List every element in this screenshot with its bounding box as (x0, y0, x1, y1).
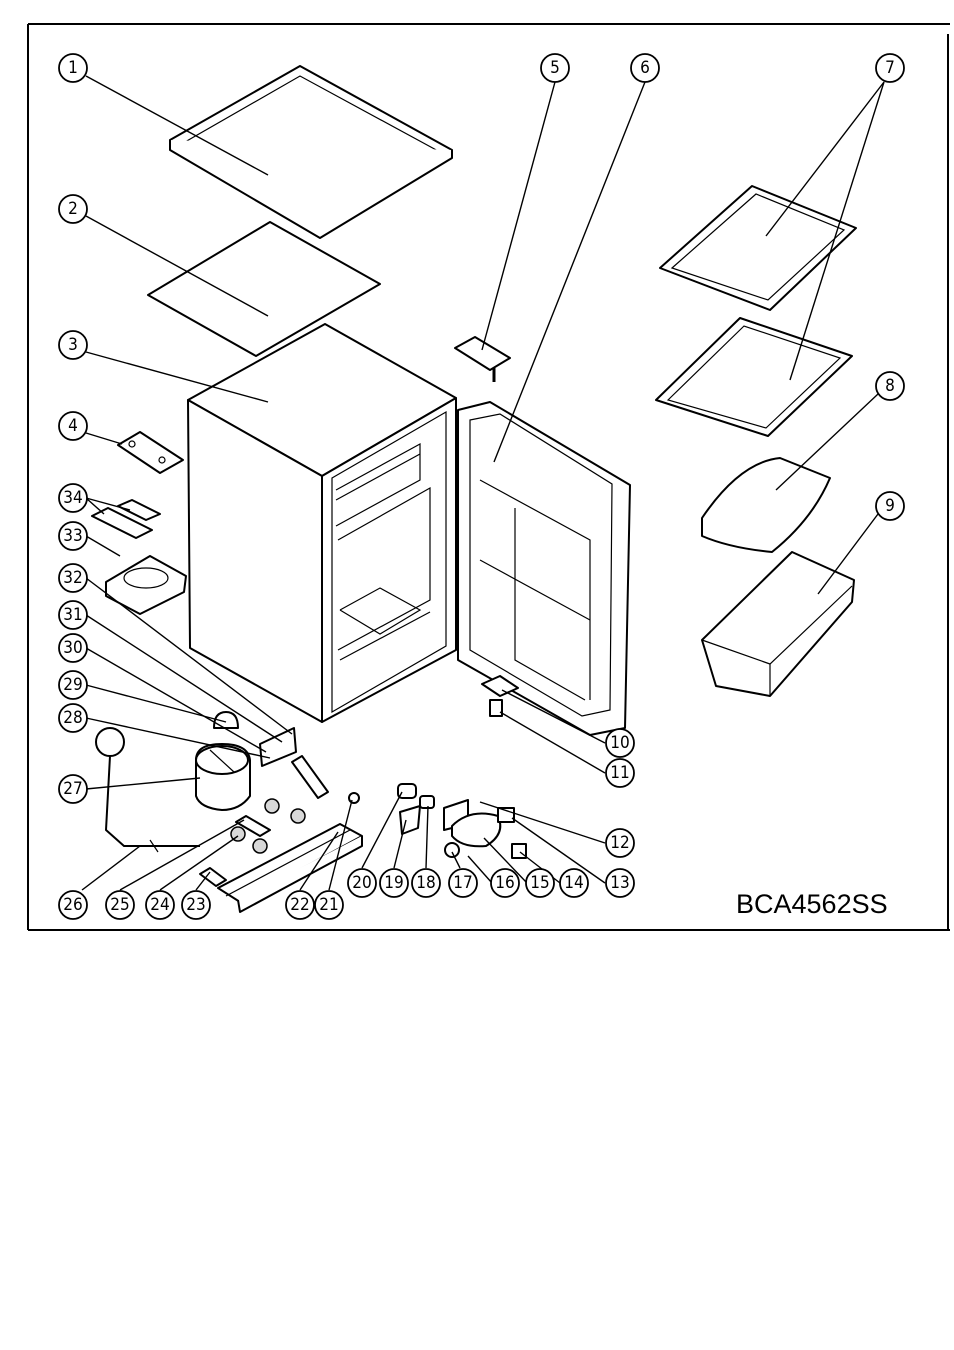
part-hinge-5 (454, 336, 511, 382)
model-label: BCA4562SS (736, 889, 888, 919)
part-top-plate (147, 221, 381, 357)
part-rubber-feet (230, 798, 306, 854)
callout-8: 8 (875, 371, 905, 401)
part-compressor-base-rail (217, 823, 363, 913)
callout-5: 5 (540, 53, 570, 83)
svg-text:5: 5 (550, 58, 560, 78)
callout-14: 14 (559, 868, 589, 898)
callout-25: 25 (105, 890, 135, 920)
callout-34: 34 (58, 483, 88, 513)
part-hinge-4 (117, 431, 184, 474)
svg-text:30: 30 (63, 638, 82, 658)
svg-text:29: 29 (63, 675, 82, 695)
callout-33: 33 (58, 521, 88, 551)
callout-2: 2 (58, 194, 88, 224)
part-thermostat-assembly (443, 799, 527, 859)
callout-24: 24 (145, 890, 175, 920)
svg-text:34: 34 (63, 488, 82, 508)
part-starter-relay (397, 783, 435, 835)
svg-text:12: 12 (610, 833, 629, 853)
svg-text:15: 15 (530, 873, 549, 893)
svg-text:10: 10 (610, 733, 629, 753)
callout-3: 3 (58, 330, 88, 360)
part-hinge-10 (481, 675, 519, 717)
leader-lines (81, 75, 885, 891)
svg-text:4: 4 (68, 416, 78, 436)
svg-text:27: 27 (63, 779, 82, 799)
callout-10: 10 (605, 728, 635, 758)
svg-text:8: 8 (885, 376, 895, 396)
svg-text:26: 26 (63, 895, 82, 915)
part-crisper-drawer (701, 551, 855, 697)
svg-text:1: 1 (68, 58, 78, 78)
svg-text:23: 23 (186, 895, 205, 915)
callout-11: 11 (605, 758, 635, 788)
part-door (457, 401, 631, 736)
callout-13: 13 (605, 868, 635, 898)
callout-15: 15 (525, 868, 555, 898)
svg-text:16: 16 (495, 873, 514, 893)
callout-1: 1 (58, 53, 88, 83)
callout-16: 16 (490, 868, 520, 898)
part-clip-34 (91, 499, 161, 539)
svg-text:17: 17 (453, 873, 472, 893)
callout-7: 7 (875, 53, 905, 83)
callout-18: 18 (411, 868, 441, 898)
svg-text:20: 20 (352, 873, 371, 893)
callout-22: 22 (285, 890, 315, 920)
callout-30: 30 (58, 633, 88, 663)
part-cabinet (187, 323, 457, 723)
svg-text:14: 14 (564, 873, 583, 893)
part-grommet-21 (348, 792, 360, 804)
callout-32: 32 (58, 563, 88, 593)
part-bracket-31 (259, 727, 297, 767)
part-shelf-lower (655, 317, 853, 437)
svg-text:13: 13 (610, 873, 629, 893)
callout-17: 17 (448, 868, 478, 898)
part-compressor (195, 743, 251, 811)
svg-text:22: 22 (290, 895, 309, 915)
callout-23: 23 (181, 890, 211, 920)
svg-text:18: 18 (416, 873, 435, 893)
svg-text:19: 19 (384, 873, 403, 893)
callout-28: 28 (58, 703, 88, 733)
callout-20: 20 (347, 868, 377, 898)
svg-text:3: 3 (68, 335, 78, 355)
callout-12: 12 (605, 828, 635, 858)
part-shelf-upper (659, 185, 857, 311)
part-crisper-cover (701, 457, 831, 553)
svg-text:31: 31 (63, 605, 82, 625)
part-mount-plates (199, 755, 329, 887)
svg-text:33: 33 (63, 526, 82, 546)
diagram-frame (27, 23, 950, 931)
svg-text:25: 25 (110, 895, 129, 915)
svg-text:7: 7 (885, 58, 895, 78)
callout-9: 9 (875, 491, 905, 521)
svg-text:21: 21 (319, 895, 338, 915)
callout-21: 21 (314, 890, 344, 920)
callout-4: 4 (58, 411, 88, 441)
svg-text:28: 28 (63, 708, 82, 728)
callout-19: 19 (379, 868, 409, 898)
part-top-cover (169, 65, 453, 239)
callout-6: 6 (630, 53, 660, 83)
part-drain-pan (105, 555, 187, 615)
part-power-cord (95, 727, 200, 853)
callout-27: 27 (58, 774, 88, 804)
svg-text:24: 24 (150, 895, 169, 915)
svg-text:2: 2 (68, 199, 78, 219)
svg-text:32: 32 (63, 568, 82, 588)
svg-text:9: 9 (885, 496, 895, 516)
callout-31: 31 (58, 600, 88, 630)
callout-29: 29 (58, 670, 88, 700)
callout-26: 26 (58, 890, 88, 920)
svg-text:11: 11 (610, 763, 629, 783)
svg-text:6: 6 (640, 58, 650, 78)
